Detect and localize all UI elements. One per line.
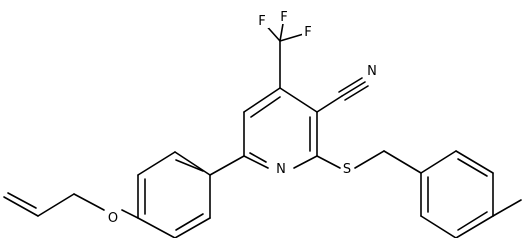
bond-n-c6	[243, 155, 269, 169]
atom-s-label: S	[343, 162, 351, 177]
bond-c2-s	[316, 155, 341, 169]
bond-ch-ch2-double-b	[7, 192, 37, 209]
atom-pyridine-n-label: N	[276, 162, 286, 177]
bond-ch2-ch	[37, 193, 75, 217]
bond-ch2-benzyl	[383, 150, 422, 174]
bond-ch-ch2-double-a	[3, 196, 39, 217]
bond-aryl-r1-inner	[175, 159, 204, 172]
atom-labels: F F F N N S O	[106, 9, 379, 226]
bond-c6-aryl	[209, 155, 245, 176]
bond-benzyl-r5	[420, 215, 457, 238]
bond-benzyl-r1	[420, 150, 457, 174]
bond-benzyl-r2	[455, 150, 494, 174]
bond-c5-c4-inner	[250, 96, 281, 118]
bond-aryl-r5	[174, 217, 211, 238]
bond-aryl-r5-inner	[175, 213, 204, 231]
atom-nitrile-n-label: N	[367, 64, 377, 79]
bond-benzyl-r4	[455, 215, 494, 238]
bond-c4-c3	[279, 87, 318, 113]
bond-aryl-r1	[174, 151, 211, 176]
bond-aryl-r2	[137, 151, 176, 176]
bond-aryl-r4	[137, 217, 176, 238]
bond-n-c6-inner	[249, 152, 267, 163]
bond-benzyl-r4-inner	[457, 211, 488, 231]
bond-cn-triple-b	[338, 77, 363, 93]
bond-c2-n	[293, 155, 318, 169]
bond-s-ch2	[354, 150, 385, 169]
bond-methyl	[492, 199, 522, 217]
bond-benzyl-r2-inner	[457, 158, 488, 177]
bond-c3-cn	[316, 95, 343, 113]
bond-aryl-o	[121, 209, 139, 219]
atom-o-label: O	[108, 211, 118, 226]
atom-f3-label: F	[304, 25, 311, 40]
atom-f1-label: F	[258, 14, 265, 29]
bond-cn-triple-c	[344, 85, 369, 101]
bond-o-ch2	[73, 193, 105, 211]
bond-c5-c4	[243, 87, 281, 113]
atom-f2-label: F	[280, 10, 287, 25]
bond-cn-triple-a	[341, 81, 366, 97]
bonds	[3, 17, 522, 238]
